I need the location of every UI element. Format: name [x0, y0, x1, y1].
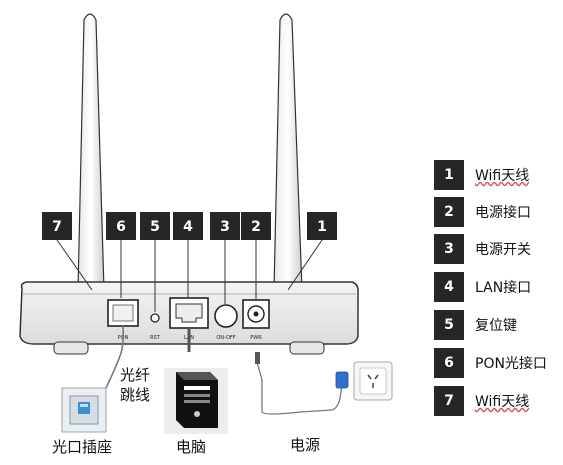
legend-number: 5 [434, 310, 464, 340]
svg-text:7: 7 [52, 219, 62, 235]
legend-item-1: 1 Wifi天线 [434, 160, 529, 190]
reset-button [150, 313, 160, 323]
callout-3: 3 [210, 212, 240, 240]
legend-label: PON光接口 [475, 356, 547, 372]
optical-socket-icon [61, 387, 107, 433]
legend-item-4: 4 LAN接口 [434, 272, 531, 302]
legend-item-6: 6 PON光接口 [434, 348, 547, 378]
lan-port [169, 297, 209, 329]
svg-text:4: 4 [183, 219, 193, 235]
legend-number: 7 [434, 386, 464, 416]
legend-number: 3 [434, 234, 464, 264]
legend-label: Wifi天线 [475, 168, 530, 184]
callout-6: 6 [106, 212, 136, 240]
pon-port [107, 299, 139, 327]
legend-number: 4 [434, 272, 464, 302]
legend-label: LAN接口 [475, 280, 532, 296]
callout-5: 5 [140, 212, 170, 240]
legend-label: 复位键 [475, 318, 517, 334]
caption-optical-socket: 光口插座 [52, 438, 113, 456]
legend-label: Wifi天线 [475, 394, 530, 410]
right-antenna [271, 13, 303, 322]
caption-power: 电源 [290, 436, 321, 454]
callout-4: 4 [173, 212, 203, 240]
port-label-on-off: ON-OFF [216, 335, 235, 341]
legend-label: 电源开关 [475, 242, 531, 258]
callout-1: 1 [307, 212, 337, 240]
legend-item-3: 3 电源开关 [434, 234, 531, 264]
svg-text:5: 5 [150, 219, 160, 235]
legend-number: 2 [434, 197, 464, 227]
svg-text:6: 6 [116, 219, 126, 235]
legend-item-7: 7 Wifi天线 [434, 386, 529, 416]
callout-7: 7 [42, 212, 72, 240]
caption-computer: 电脑 [176, 438, 207, 456]
leader-lines [56, 239, 323, 312]
computer-icon [164, 368, 228, 434]
power-outlet-icon [353, 361, 393, 401]
svg-text:3: 3 [220, 219, 230, 235]
power-switch [214, 304, 238, 328]
port-label-pwr: PWR [250, 335, 262, 341]
callout-2: 2 [241, 212, 271, 240]
legend-item-5: 5 复位键 [434, 310, 517, 340]
legend-number: 1 [434, 160, 464, 190]
fiber-jumper-cable [103, 325, 124, 393]
svg-text:1: 1 [317, 219, 327, 235]
caption-fiber-jumper-line1: 光纤 [120, 366, 151, 384]
legend-number: 6 [434, 348, 464, 378]
legend-label: 电源接口 [475, 205, 531, 221]
left-antenna [75, 13, 107, 322]
svg-text:2: 2 [251, 219, 261, 235]
power-cable [255, 352, 349, 415]
legend-item-2: 2 电源接口 [434, 197, 531, 227]
power-jack [242, 299, 270, 329]
caption-fiber-jumper-line2: 跳线 [120, 386, 151, 404]
port-label-rst: RST [150, 335, 161, 341]
